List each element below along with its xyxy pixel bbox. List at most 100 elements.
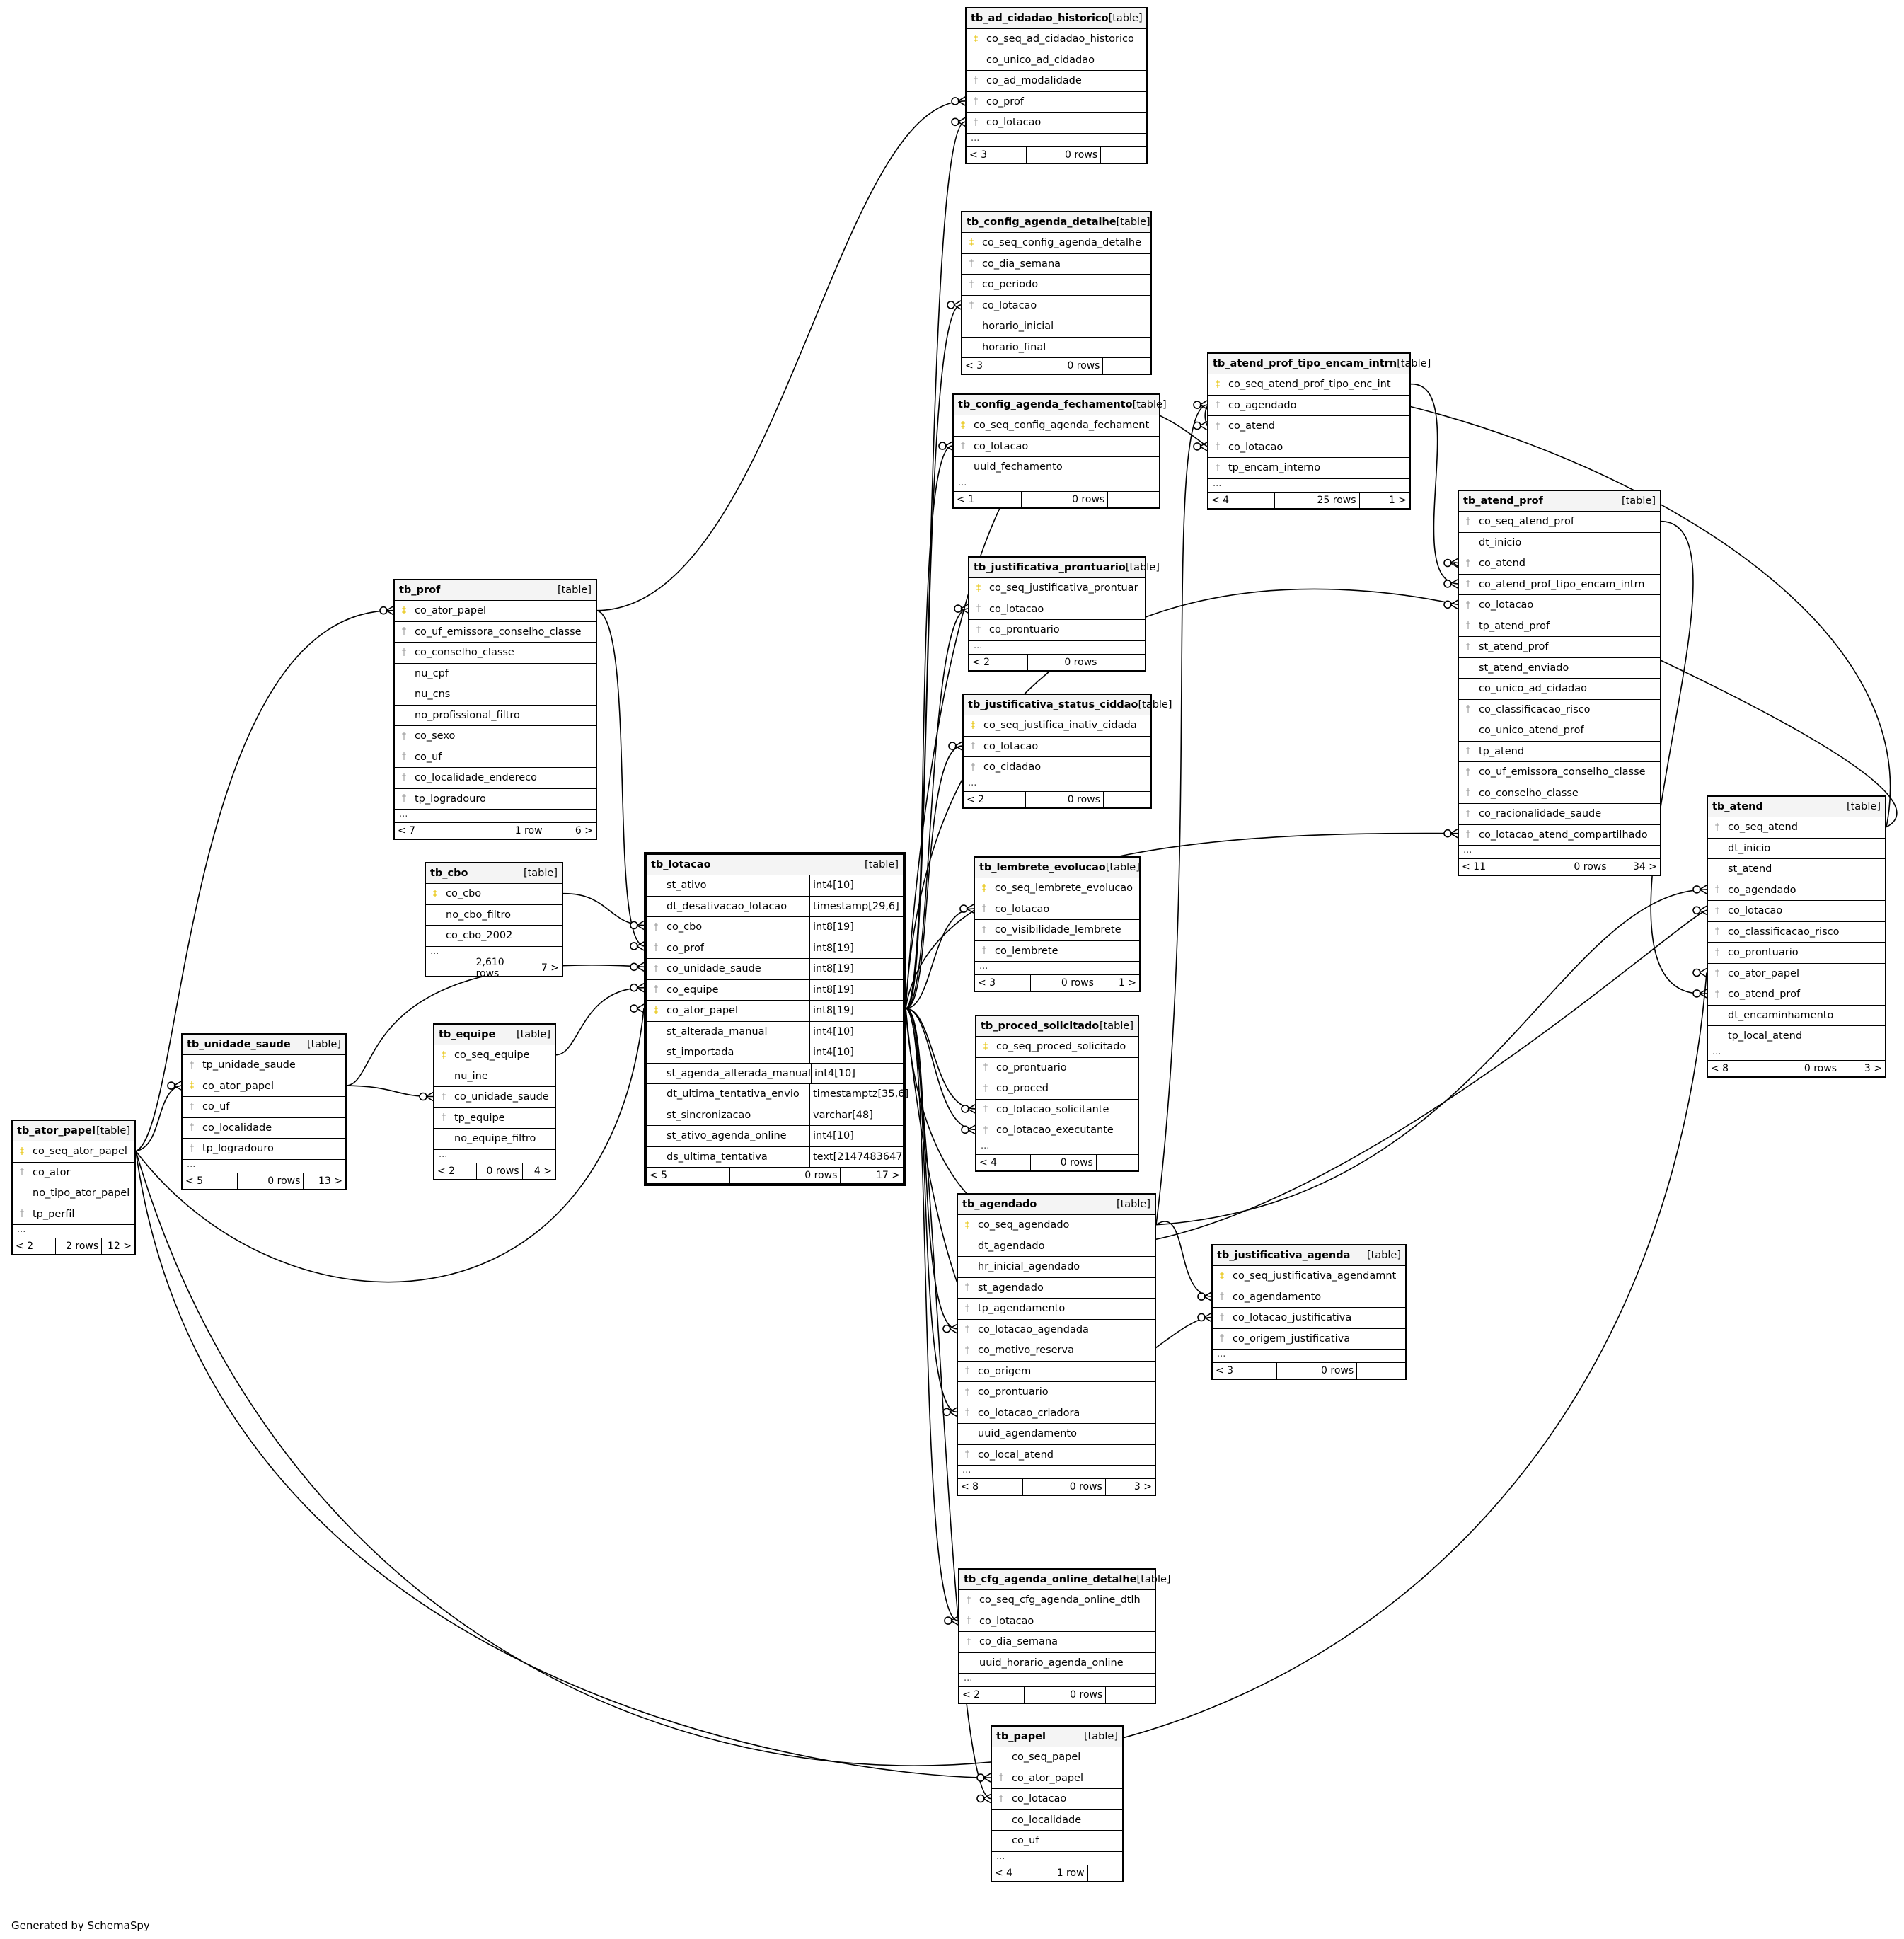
column-name: co_motivo_reserva (978, 1345, 1074, 1357)
column-row: †co_lotacao (964, 737, 1150, 757)
parents-count: < 4 (992, 1865, 1038, 1881)
table-header: tb_justificativa_agenda[table] (1213, 1245, 1405, 1266)
optional-marker (630, 1004, 638, 1013)
optional-marker (1197, 1292, 1206, 1301)
column-row: †co_origem (958, 1362, 1155, 1382)
column-name: co_seq_justifica_inativ_cidada (983, 720, 1137, 732)
primary-key-icon: ‡ (441, 1049, 446, 1061)
table-header: tb_proced_solicitado[table] (976, 1016, 1138, 1037)
column-name: co_ator_papel (415, 605, 486, 617)
column-row: uuid_agendamento (958, 1424, 1155, 1445)
relationship-line (905, 1008, 976, 1131)
foreign-key-icon: † (983, 1124, 988, 1136)
table-name: tb_prof (399, 585, 441, 596)
primary-key-icon: ‡ (1219, 1270, 1225, 1282)
column-name: co_unico_ad_cidadao (1479, 683, 1587, 695)
foreign-key-icon: † (973, 75, 979, 86)
generated-by-footer: Generated by SchemaSpy (11, 1919, 150, 1932)
row-count: 0 rows (1025, 1687, 1107, 1703)
table-header: tb_cbo[table] (426, 863, 562, 884)
table-header: tb_justificativa_status_ciddao[table] (964, 695, 1172, 715)
column-name: co_prontuario (989, 624, 1060, 636)
table-name: tb_justificativa_prontuario (974, 562, 1126, 573)
relationship-line (1699, 967, 1707, 978)
column-name: uuid_fechamento (974, 461, 1063, 473)
column-row: co_seq_papel (992, 1747, 1122, 1768)
optional-marker (630, 921, 638, 930)
parents-count: < 3 (1213, 1363, 1277, 1379)
relationship-line (967, 1104, 976, 1114)
table-name: tb_unidade_saude (187, 1039, 291, 1050)
optional-marker (976, 1773, 985, 1782)
column-row: co_localidade (992, 1810, 1122, 1831)
table-name: tb_config_agenda_fechamento (958, 399, 1133, 410)
column-name: co_equipe (667, 984, 719, 996)
table-name: tb_lembrete_evolucao (979, 862, 1106, 873)
column-name: horario_inicial (982, 321, 1054, 333)
table-name: tb_equipe (439, 1029, 496, 1040)
row-count: 0 rows (1025, 358, 1104, 374)
column-name: co_cbo_2002 (446, 930, 513, 942)
column-name: co_ator (33, 1166, 71, 1178)
foreign-key-icon: † (964, 1345, 970, 1356)
foreign-key-icon: † (1714, 989, 1720, 1000)
column-type: int4[10] (809, 1021, 903, 1042)
relationship-line (636, 941, 645, 951)
column-name: co_ator_papel (1728, 967, 1799, 979)
column-name: co_dia_semana (982, 258, 1061, 270)
optional-marker (976, 1794, 985, 1803)
column-name: co_sexo (415, 730, 456, 742)
column-name: uuid_horario_agenda_online (979, 1657, 1124, 1669)
parents-count: < 2 (13, 1238, 56, 1254)
table-tb-prof: tb_prof[table]‡co_ator_papel†co_uf_emiss… (393, 579, 597, 840)
primary-key-icon: ‡ (983, 1041, 988, 1052)
column-name: co_seq_justificativa_agendamnt (1233, 1270, 1397, 1282)
parents-count: < 4 (976, 1154, 1032, 1170)
column-row: †co_lotacao_justificativa (1213, 1308, 1405, 1329)
column-row: †co_lotacao_executante (976, 1120, 1138, 1141)
column-row: co_unico_ad_cidadao (1459, 679, 1660, 700)
table-type-tag: [table] (1125, 562, 1160, 573)
optional-marker (948, 742, 957, 750)
relationship-line (905, 445, 953, 1009)
table-type-tag: [table] (523, 868, 558, 879)
foreign-key-icon: † (966, 1616, 971, 1627)
foreign-key-icon: † (1465, 641, 1471, 652)
row-count: 0 rows (1031, 1154, 1097, 1170)
column-row: ‡co_seq_equipe (434, 1045, 555, 1066)
optional-marker (1443, 580, 1452, 588)
foreign-key-icon: † (1219, 1312, 1225, 1323)
column-row: †co_unidade_saude (434, 1087, 555, 1108)
column-name: co_periodo (982, 279, 1039, 291)
optional-marker (947, 301, 955, 309)
column-row: tp_local_atend (1708, 1026, 1885, 1047)
row-count: 1 row (1037, 1865, 1088, 1881)
column-name: co_proced (996, 1083, 1049, 1095)
column-row: ‡co_seq_proced_solicitado (976, 1037, 1138, 1058)
column-name: co_lotacao_atend_compartilhado (1479, 829, 1648, 841)
primary-key-icon: ‡ (189, 1081, 195, 1092)
column-row: †tp_logradouro (183, 1139, 345, 1160)
column-name: co_seq_justificativa_prontuar (989, 582, 1138, 594)
column-name: st_alterada_manual (667, 1025, 768, 1037)
parents-count: < 2 (434, 1163, 477, 1179)
foreign-key-icon: † (1465, 621, 1471, 632)
more-columns-ellipsis: ... (959, 1674, 1155, 1687)
column-row: dt_inicio (1708, 839, 1885, 859)
row-count: 0 rows (1525, 859, 1610, 875)
table-type-tag: [table] (516, 1029, 550, 1040)
parents-count: < 5 (647, 1168, 730, 1183)
relationship-line (1699, 885, 1707, 894)
parents-count: < 1 (954, 491, 1022, 507)
column-row: †st_agendado (958, 1278, 1155, 1299)
column-name: co_classificacao_risco (1728, 926, 1840, 938)
column-row: dt_agendado (958, 1236, 1155, 1257)
relationship-line (960, 604, 969, 614)
more-columns-ellipsis: ... (975, 962, 1139, 975)
optional-marker (961, 1105, 969, 1113)
